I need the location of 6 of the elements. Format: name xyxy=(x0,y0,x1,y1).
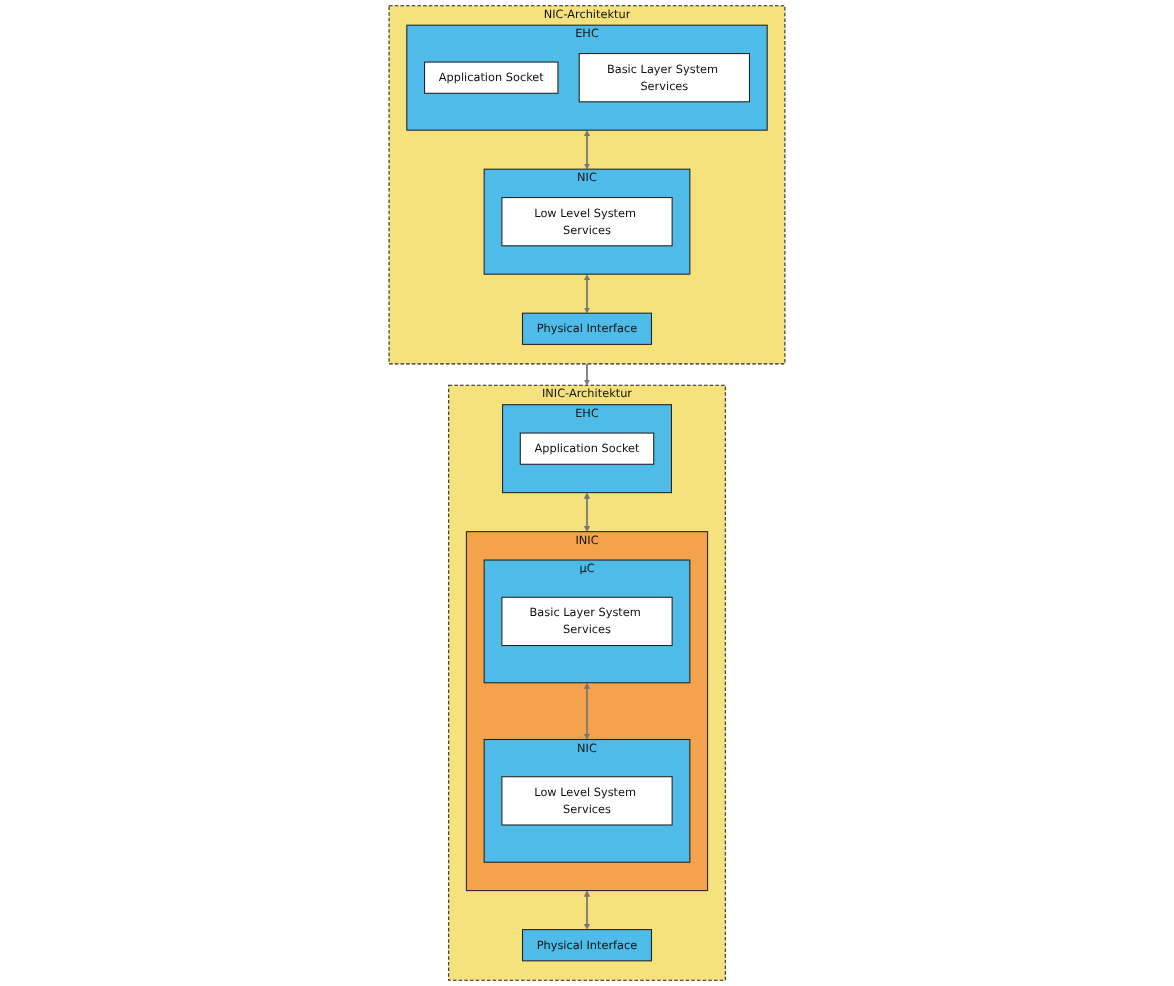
arrow xyxy=(583,274,591,314)
arrow xyxy=(583,890,591,930)
arrow xyxy=(583,130,591,170)
arrow xyxy=(583,363,591,386)
arrow xyxy=(583,682,591,740)
arrow xyxy=(583,492,591,532)
